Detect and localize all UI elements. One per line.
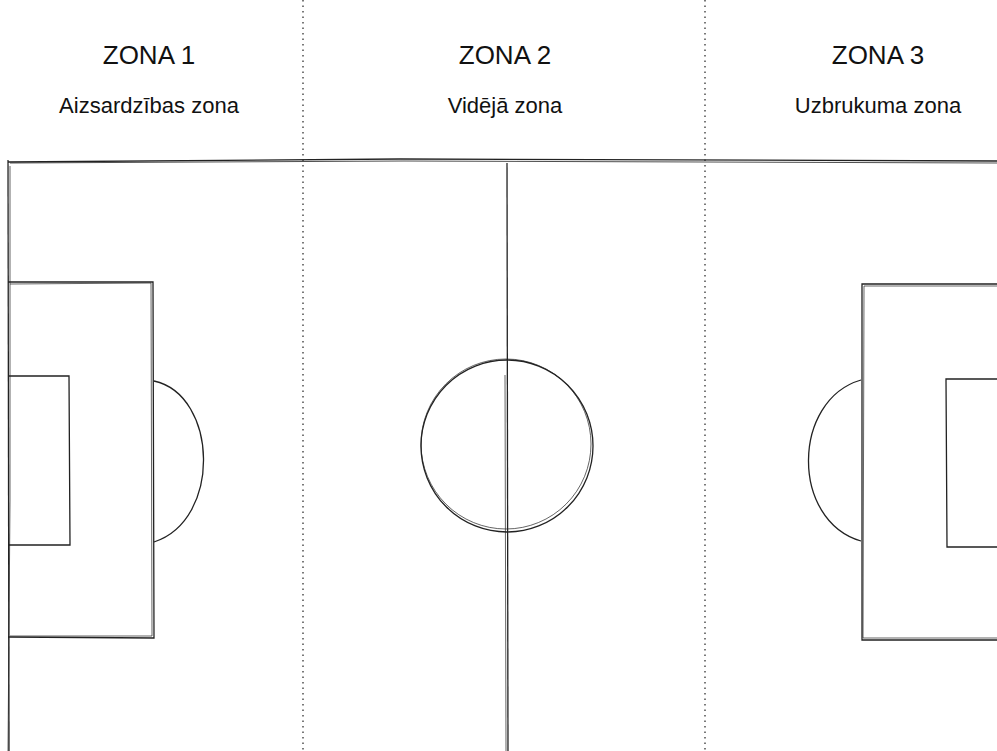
penalty-area bbox=[863, 286, 997, 638]
zone-band: ZONA 2 Vidējā zona bbox=[442, 38, 569, 120]
zone-title: ZONA 3 bbox=[789, 38, 968, 72]
penalty-area bbox=[10, 283, 152, 636]
goal-line bbox=[8, 166, 10, 751]
penalty-area bbox=[862, 284, 997, 640]
penalty-arc bbox=[154, 381, 204, 542]
goal-area bbox=[8, 376, 70, 545]
halfway-line bbox=[505, 375, 506, 751]
goal-area bbox=[946, 379, 997, 547]
zone-divider bbox=[302, 0, 303, 751]
zone-subtitle: Aizsardzības zona bbox=[53, 92, 245, 120]
touch-line bbox=[8, 159, 997, 162]
centre-circle bbox=[421, 359, 591, 529]
goal-line bbox=[8, 160, 9, 751]
halfway-line bbox=[507, 163, 508, 751]
centre-circle bbox=[421, 360, 593, 532]
zone-band: ZONA 1 Aizsardzības zona bbox=[53, 38, 245, 120]
penalty-area bbox=[8, 282, 154, 638]
zone-title: ZONA 1 bbox=[53, 38, 245, 72]
zone-subtitle: Uzbrukuma zona bbox=[789, 92, 968, 120]
zone-band: ZONA 3 Uzbrukuma zona bbox=[789, 38, 968, 120]
zone-divider bbox=[704, 0, 705, 751]
touch-line bbox=[10, 161, 997, 163]
zone-title: ZONA 2 bbox=[442, 38, 569, 72]
zone-subtitle: Vidējā zona bbox=[442, 92, 569, 120]
penalty-arc bbox=[808, 380, 861, 541]
